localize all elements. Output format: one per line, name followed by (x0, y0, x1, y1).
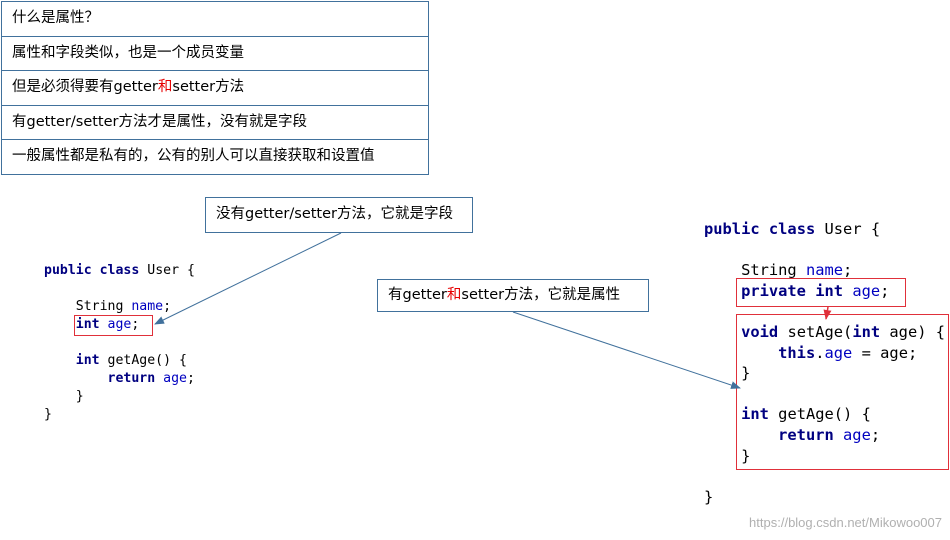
code-block-right: public class User { String name; private… (704, 220, 946, 506)
note-row-2: 属性和字段类似，也是一个成员变量 (2, 37, 428, 72)
arrow-to-field (154, 232, 342, 325)
note-row-1: 什么是属性？ (2, 2, 428, 37)
highlight-box-field (74, 315, 153, 336)
code-block-left: public class User { String name; int age… (44, 263, 195, 422)
arrow-to-accessors (512, 311, 741, 389)
highlight-box-accessors (736, 314, 949, 470)
note-row-5: 一般属性都是私有的，公有的别人可以直接获取和设置值 (2, 140, 428, 175)
highlight-he: 和 (157, 79, 173, 96)
callout-property: 有getter和setter方法，它就是属性 (377, 279, 649, 312)
highlight-box-private-field (736, 278, 906, 307)
note-row-4: 有getter/setter方法才是属性，没有就是字段 (2, 106, 428, 141)
callout-field: 没有getter/setter方法，它就是字段 (205, 197, 473, 233)
highlight-he-callout: 和 (446, 287, 462, 303)
note-row-3: 但是必须得要有getter和setter方法 (2, 71, 428, 106)
definition-notes-table: 什么是属性？ 属性和字段类似，也是一个成员变量 但是必须得要有getter和se… (1, 1, 429, 175)
watermark: https://blog.csdn.net/Mikowoo007 (749, 515, 942, 530)
arrow-private-to-accessors (823, 306, 832, 320)
